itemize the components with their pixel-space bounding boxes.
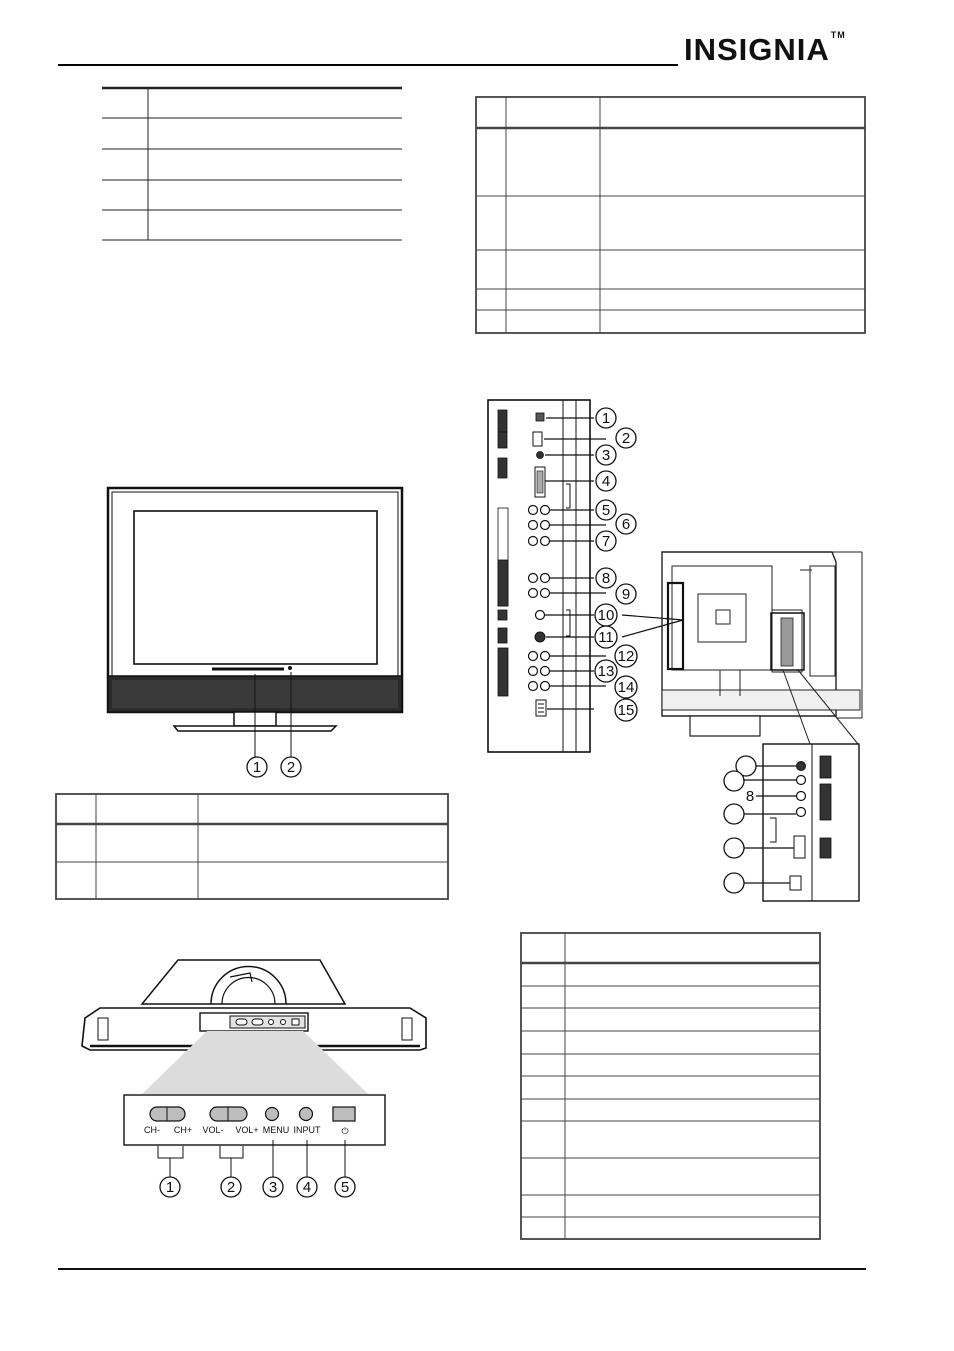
callout-back-6-circle bbox=[615, 513, 637, 535]
callout-side-4: 4 bbox=[303, 1179, 311, 1196]
callout-back-7-circle bbox=[595, 530, 617, 552]
ch-plus-label: CH+ bbox=[174, 1125, 192, 1135]
callout-back-1-circle bbox=[595, 407, 617, 429]
callout-back-1: 1 bbox=[602, 410, 610, 427]
callout-back-15-circle bbox=[614, 698, 638, 722]
inset-leaders bbox=[744, 765, 796, 884]
callout-back-7: 7 bbox=[602, 533, 610, 550]
callout-back-2-circle bbox=[615, 427, 637, 449]
vol-plus-label: VOL+ bbox=[235, 1125, 258, 1135]
inset-callouts bbox=[723, 755, 757, 894]
brand-logo: INSIGNIATM bbox=[684, 30, 846, 67]
tv-top-view-illustration bbox=[81, 959, 427, 1146]
callout-side-1: 1 bbox=[166, 1179, 174, 1196]
back-connector-strip bbox=[487, 399, 591, 753]
callout-back-11: 11 bbox=[598, 629, 614, 646]
ch-minus-label: CH- bbox=[144, 1125, 160, 1135]
table-top-right bbox=[475, 96, 866, 334]
back-leaders bbox=[544, 417, 684, 710]
callout-back-13: 13 bbox=[598, 663, 615, 680]
callout-front-1 bbox=[246, 756, 268, 778]
callout-front-2 bbox=[280, 756, 302, 778]
callout-side-5: 5 bbox=[341, 1179, 349, 1196]
callout-back-8: 8 bbox=[602, 570, 610, 587]
callout-back-12: 12 bbox=[618, 648, 635, 665]
callout-back-15: 15 bbox=[618, 702, 635, 719]
tv-front-illustration: 1 2 bbox=[106, 486, 404, 778]
callout-back-4: 4 bbox=[602, 473, 610, 490]
callout-back-4-circle bbox=[595, 470, 617, 492]
tv-back-illustration bbox=[661, 551, 863, 745]
side-control-leaders bbox=[157, 1140, 346, 1177]
table-top-left bbox=[102, 86, 402, 241]
callout-side-2: 2 bbox=[227, 1179, 235, 1196]
callout-front-1-label: 1 bbox=[253, 759, 261, 776]
callout-back-3: 3 bbox=[602, 447, 610, 464]
callout-inset-8: 8 bbox=[746, 788, 754, 805]
callout-back-13-circle bbox=[594, 659, 618, 683]
table-back-panel bbox=[520, 932, 821, 1240]
vol-minus-label: VOL- bbox=[202, 1125, 223, 1135]
input-label: INPUT bbox=[294, 1125, 322, 1135]
footer-rule bbox=[58, 1268, 866, 1270]
side-control-callouts bbox=[159, 1176, 356, 1198]
callout-back-9-circle bbox=[615, 583, 637, 605]
menu-label: MENU bbox=[263, 1125, 290, 1135]
callout-back-12-circle bbox=[614, 644, 638, 668]
callout-back-9: 9 bbox=[622, 586, 630, 603]
callout-back-2: 2 bbox=[622, 430, 630, 447]
callout-back-14-circle bbox=[614, 675, 638, 699]
callout-front-2-label: 2 bbox=[287, 759, 295, 776]
callout-side-3: 3 bbox=[269, 1179, 277, 1196]
callout-back-5-circle bbox=[595, 499, 617, 521]
back-inset bbox=[762, 743, 860, 902]
callout-back-14: 14 bbox=[618, 679, 635, 696]
header-rule bbox=[58, 64, 678, 66]
power-icon: ⏻ bbox=[341, 1126, 348, 1136]
callout-back-11-circle bbox=[594, 625, 618, 649]
side-control-labels: CH- CH+ VOL- VOL+ MENU INPUT ⏻ bbox=[144, 1125, 349, 1136]
callout-back-6: 6 bbox=[622, 516, 630, 533]
callout-back-8-circle bbox=[595, 567, 617, 589]
callout-back-10: 10 bbox=[598, 607, 615, 624]
callout-back-3-circle bbox=[595, 444, 617, 466]
callout-back-5: 5 bbox=[602, 502, 610, 519]
table-front-panel bbox=[55, 793, 449, 900]
